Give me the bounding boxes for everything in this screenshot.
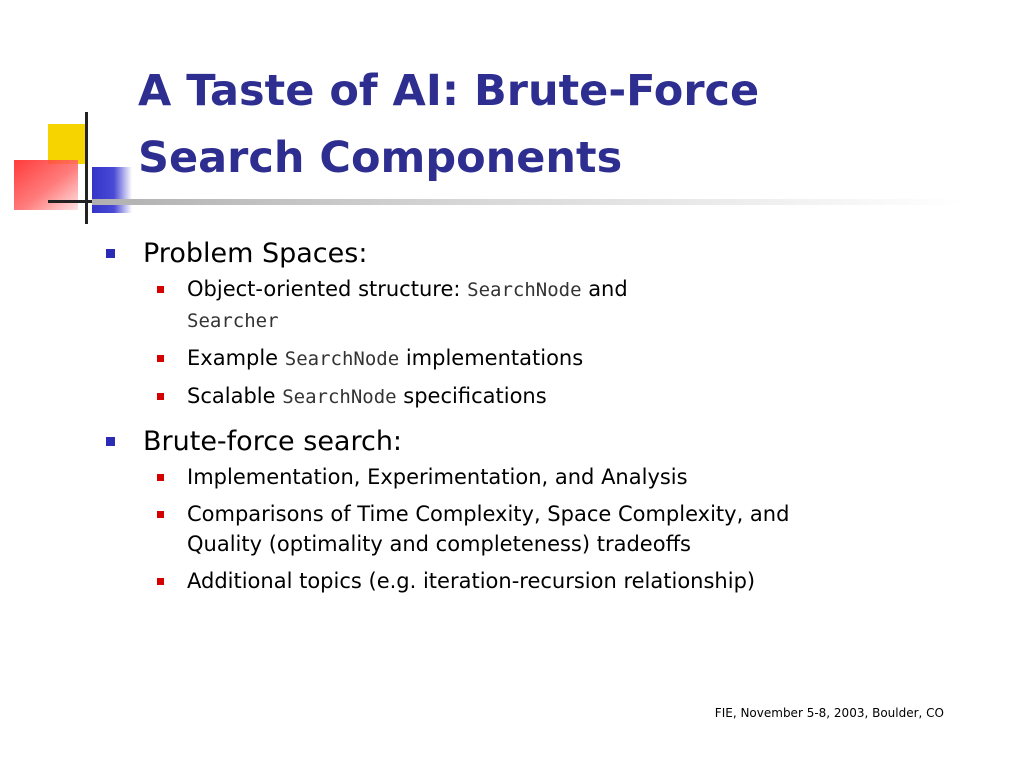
code-text: SearchNode — [282, 386, 397, 408]
square-bullet-icon — [106, 437, 115, 446]
sub-bullet-text: Scalable — [187, 384, 283, 408]
slide-title: A Taste of AI: Brute-Force Search Compon… — [138, 58, 998, 192]
bullet-item-problem-spaces: Problem Spaces: Object-oriented structur… — [104, 234, 904, 412]
sub-bullet-item: Additional topics (e.g. iteration-recurs… — [143, 566, 867, 596]
sub-bullet-item: Comparisons of Time Complexity, Space Co… — [143, 499, 827, 559]
yellow-square-decoration — [48, 124, 86, 164]
slide-title-line-1: A Taste of AI: Brute-Force — [138, 66, 760, 116]
bullet-list: Problem Spaces: Object-oriented structur… — [104, 234, 904, 606]
sub-bullet-text: specifications — [396, 384, 547, 408]
code-text: Searcher — [187, 310, 279, 332]
vertical-line-decoration — [85, 112, 88, 224]
sub-bullet-text: Implementation, Experimentation, and Ana… — [187, 465, 688, 489]
sub-bullet-list: Object-oriented structure: SearchNode an… — [143, 274, 904, 412]
square-bullet-icon — [157, 578, 164, 585]
sub-bullet-item: Implementation, Experimentation, and Ana… — [143, 462, 867, 492]
square-bullet-icon — [106, 249, 115, 258]
square-bullet-icon — [157, 355, 164, 362]
bullet-item-brute-force-search: Brute-force search: Implementation, Expe… — [104, 422, 904, 596]
title-underline-rule — [92, 199, 962, 205]
sub-bullet-item: Scalable SearchNode specifications — [143, 381, 867, 412]
sub-bullet-text: Object-oriented structure: — [187, 277, 468, 301]
horizontal-line-decoration — [48, 200, 110, 203]
square-bullet-icon — [157, 511, 164, 518]
blue-square-decoration — [92, 167, 132, 213]
sub-bullet-text: Additional topics (e.g. iteration-recurs… — [187, 569, 756, 593]
bullet-text: Brute-force search: — [143, 426, 403, 457]
slide-footer: FIE, November 5-8, 2003, Boulder, CO — [714, 706, 944, 720]
square-bullet-icon — [157, 474, 164, 481]
slide-title-line-2: Search Components — [138, 133, 623, 183]
sub-bullet-item: Object-oriented structure: SearchNode an… — [143, 274, 867, 336]
sub-bullet-list: Implementation, Experimentation, and Ana… — [143, 462, 904, 596]
sub-bullet-text: and — [581, 277, 628, 301]
sub-bullet-text: Example — [187, 346, 285, 370]
code-text: SearchNode — [467, 279, 582, 301]
sub-bullet-item: Example SearchNode implementations — [143, 343, 867, 374]
bullet-text: Problem Spaces: — [143, 238, 368, 269]
code-text: SearchNode — [284, 348, 400, 370]
square-bullet-icon — [157, 286, 164, 293]
sub-bullet-text: implementations — [399, 346, 584, 370]
sub-bullet-text: Comparisons of Time Complexity, Space Co… — [187, 502, 790, 556]
square-bullet-icon — [157, 393, 164, 400]
